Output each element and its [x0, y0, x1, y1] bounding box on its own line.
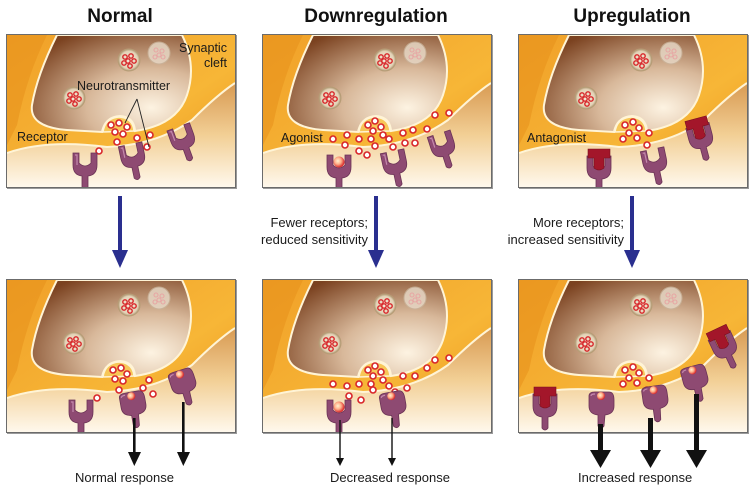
label-receptor: Receptor — [17, 130, 68, 144]
column-title-downregulation: Downregulation — [304, 6, 448, 27]
column-title-upregulation: Upregulation — [573, 6, 691, 27]
response-label-increased: Increased response — [578, 470, 693, 485]
response-label-decreased: Decreased response — [330, 470, 450, 485]
transition-text-downregulation: Fewer receptors; reduced sensitivity — [261, 215, 368, 247]
column-title-normal: Normal — [87, 6, 153, 27]
label-antagonist: Antagonist — [527, 131, 587, 145]
transition-arrow-downregulation — [368, 196, 384, 268]
transition-text-upregulation: More receptors; increased sensitivity — [507, 215, 624, 247]
panel-downregulation-after — [262, 279, 492, 433]
response-label-normal: Normal response — [75, 470, 174, 485]
panel-downregulation-before: Agonist — [262, 34, 492, 188]
panel-normal-after — [6, 279, 236, 433]
label-agonist: Agonist — [281, 131, 323, 145]
panel-normal-before: Synaptic cleft Neurotransmitter Receptor — [6, 34, 236, 188]
label-synaptic-cleft: Synaptic cleft — [179, 41, 227, 70]
panel-upregulation-before: Antagonist — [518, 34, 748, 188]
transition-arrow-normal — [112, 196, 128, 268]
transition-arrow-upregulation — [624, 196, 640, 268]
panel-upregulation-after — [518, 279, 748, 433]
label-neurotransmitter: Neurotransmitter — [77, 79, 171, 93]
